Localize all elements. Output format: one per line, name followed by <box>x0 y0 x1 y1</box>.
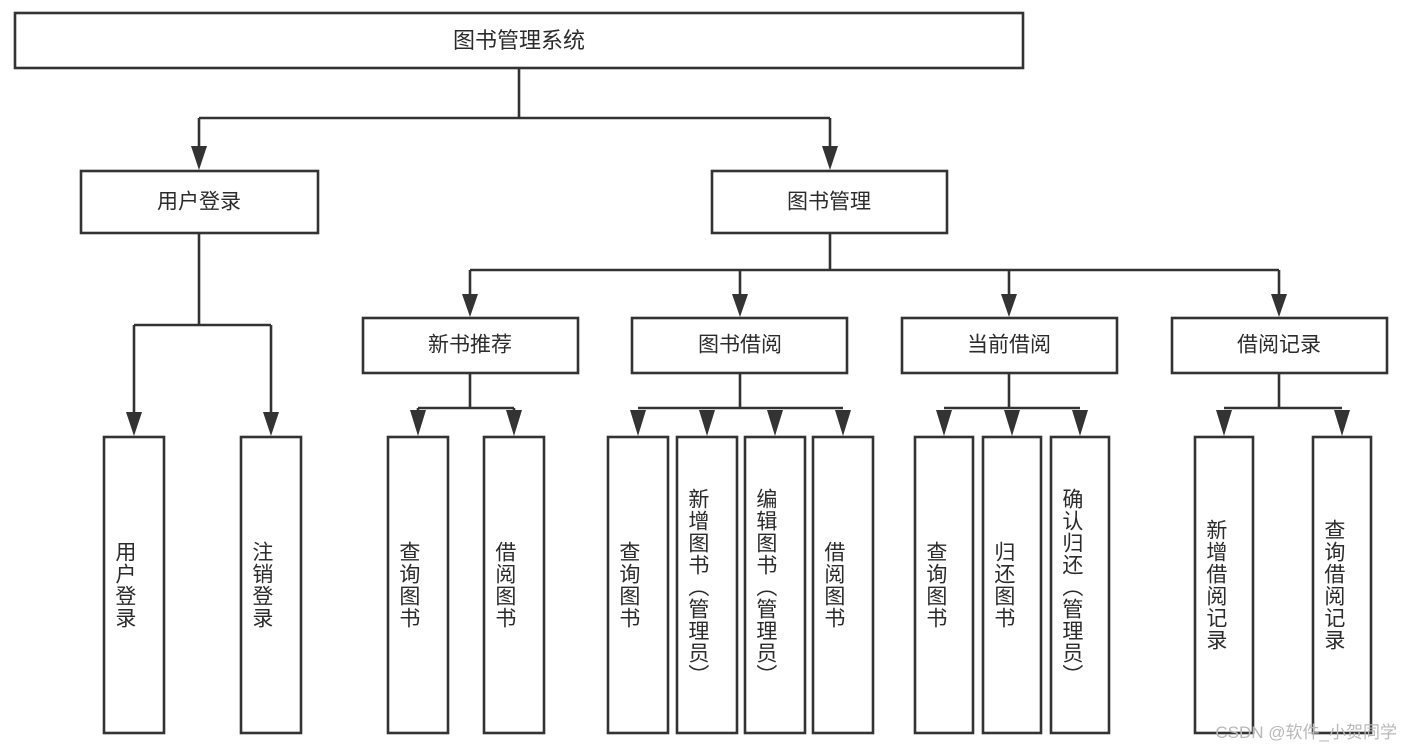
leaf-box-query-book-borrow[interactable] <box>606 435 670 735</box>
leaf-box-add-book-admin[interactable] <box>675 435 739 735</box>
node-book-borrow-box[interactable] <box>630 316 849 375</box>
arrowhead-record-l2 <box>1334 410 1350 436</box>
node-borrow-record-label: 借阅记录 <box>1237 334 1321 357</box>
arrowhead-borrow-l3 <box>767 410 783 436</box>
arrowhead-borrow-l1 <box>630 410 646 436</box>
leaf-box-query-borrow-record[interactable] <box>1311 435 1373 735</box>
connector-group-borrow-record <box>1216 373 1350 436</box>
leaf-box-borrow-book-recommend[interactable] <box>482 435 546 735</box>
node-current-borrow-box[interactable] <box>900 316 1119 375</box>
watermark-text: CSDN @软件_小贺同学 <box>1215 723 1397 742</box>
leaf-box-confirm-return-admin[interactable] <box>1049 435 1111 735</box>
node-user-login-box[interactable] <box>79 169 320 235</box>
leaf-box-return-book[interactable] <box>981 435 1043 735</box>
node-user-login-label: 用户登录 <box>157 191 241 214</box>
connector-group-new-book <box>410 373 522 436</box>
arrowhead-user-l2 <box>263 412 279 436</box>
node-current-borrow-label: 当前借阅 <box>967 334 1051 357</box>
connector-group-user-login <box>126 233 279 436</box>
arrowhead-current-l1 <box>936 410 952 436</box>
connector-group-book-mgmt <box>462 233 1287 317</box>
leaf-box-user-logout[interactable] <box>239 435 303 735</box>
node-book-management-label: 图书管理 <box>787 191 871 214</box>
connector-group-root <box>191 68 838 170</box>
arrowhead-book-c2 <box>732 294 748 317</box>
arrowhead-current-l2 <box>1004 410 1020 436</box>
arrowhead-book-c1 <box>462 294 478 317</box>
arrowhead-borrow-l2 <box>699 410 715 436</box>
arrowhead-record-l1 <box>1216 410 1232 436</box>
connector-group-book-borrow <box>630 373 851 436</box>
arrowhead-borrow-l4 <box>835 410 851 436</box>
leaf-box-query-book-recommend[interactable] <box>386 435 450 735</box>
node-new-book-recommend-label: 新书推荐 <box>428 334 512 357</box>
leaf-box-user-login[interactable] <box>102 435 166 735</box>
node-root-box[interactable] <box>13 11 1025 70</box>
arrowhead-newbook-l2 <box>506 410 522 436</box>
arrowhead-root-to-user <box>191 146 207 170</box>
node-borrow-record-box[interactable] <box>1170 316 1389 375</box>
node-book-borrow-label: 图书借阅 <box>698 334 782 357</box>
arrowhead-user-l1 <box>126 412 142 436</box>
node-root-label: 图书管理系统 <box>453 28 585 53</box>
arrowhead-root-to-book <box>822 146 838 170</box>
leaf-box-edit-book-admin[interactable] <box>743 435 807 735</box>
node-book-management-box[interactable] <box>710 169 949 235</box>
leaf-box-borrow-book[interactable] <box>811 435 875 735</box>
connector-group-current-borrow <box>936 373 1088 436</box>
node-new-book-recommend-box[interactable] <box>361 316 580 375</box>
arrowhead-book-c4 <box>1271 294 1287 317</box>
arrowhead-current-l3 <box>1072 410 1088 436</box>
leaf-box-add-borrow-record[interactable] <box>1193 435 1255 735</box>
leaf-box-query-book-current[interactable] <box>913 435 975 735</box>
arrowhead-book-c3 <box>1001 294 1017 317</box>
arrowhead-newbook-l1 <box>410 410 426 436</box>
